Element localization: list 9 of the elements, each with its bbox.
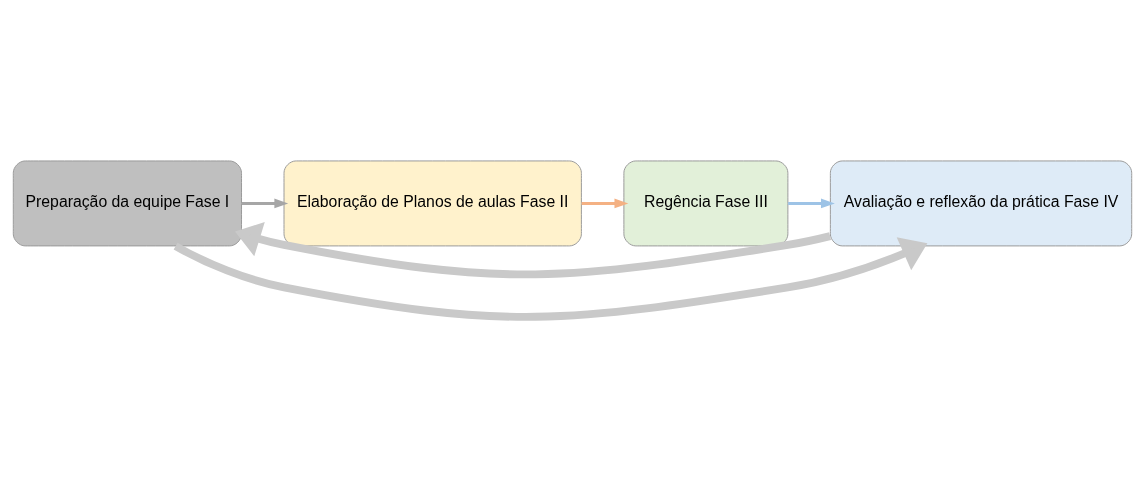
node-box: Regência Fase III xyxy=(623,159,789,246)
arrow xyxy=(173,236,928,321)
arrow xyxy=(788,198,835,208)
arrow xyxy=(581,198,629,208)
arrow xyxy=(235,221,832,278)
node-box: Elaboração de Planos de aulas Fase II xyxy=(283,159,582,246)
node-box: Avaliação e reflexão da prática Fase IV xyxy=(829,159,1133,246)
arrow xyxy=(241,198,289,208)
node-box: Preparação da equipe Fase I xyxy=(12,159,242,246)
